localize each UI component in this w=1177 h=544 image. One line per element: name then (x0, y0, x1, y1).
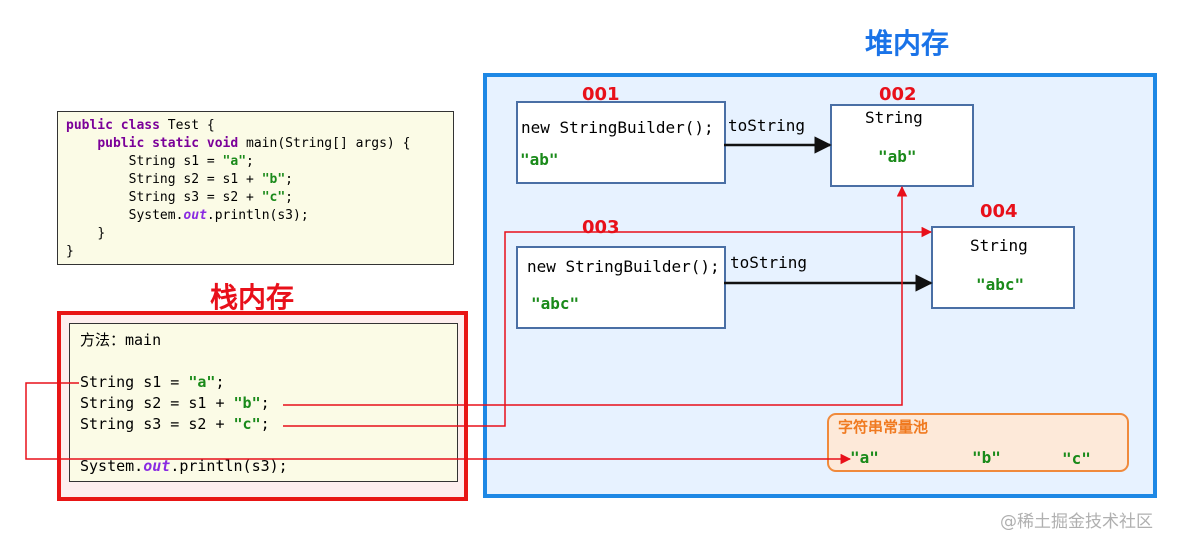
method-label: 方法：main (80, 331, 162, 349)
object-002-value: "ab" (878, 147, 917, 166)
object-004-type: String (970, 236, 1028, 255)
pool-item-c: "c" (1062, 449, 1091, 468)
watermark: @稀土掘金技术社区 (1000, 512, 1153, 532)
code-line: } (97, 226, 106, 241)
pool-item-a: "a" (850, 448, 879, 467)
stack-var-s1: String s1 = "a"; (80, 373, 225, 391)
tostring-label-1: toString (728, 116, 806, 135)
object-004-value: "abc" (976, 275, 1025, 294)
addr-004: 004 (980, 201, 1018, 222)
code-line: System.out.println(s3); (128, 208, 309, 223)
object-001-text: new StringBuilder(); (521, 118, 714, 137)
stack-title: 栈内存 (210, 281, 295, 314)
pool-item-b: "b" (972, 448, 1001, 467)
stack-print: System.out.println(s3); (80, 457, 288, 475)
code-line: public static void main(String[] args) { (97, 136, 411, 151)
heap-object-004 (931, 226, 1075, 309)
code-line: } (66, 244, 74, 259)
addr-001: 001 (582, 84, 620, 105)
object-002-type: String (865, 108, 923, 127)
string-constant-pool (827, 413, 1129, 472)
code-line: public class Test { (66, 118, 215, 133)
object-003-text: new StringBuilder(); (527, 257, 720, 276)
stack-var-s3: String s3 = s2 + "c"; (80, 415, 270, 433)
tostring-label-2: toString (730, 253, 808, 272)
heap-object-001 (516, 101, 726, 184)
code-line: String s3 = s2 + "c"; (128, 190, 293, 205)
object-003-value: "abc" (531, 294, 580, 313)
s2-reference-arrow (283, 185, 908, 406)
heap-object-003 (516, 246, 726, 329)
addr-002: 002 (879, 84, 917, 105)
stack-var-s2: String s2 = s1 + "b"; (80, 394, 270, 412)
code-listing: public class Test { public static void m… (57, 111, 454, 265)
pool-label: 字符串常量池 (838, 418, 929, 436)
code-line: String s2 = s1 + "b"; (128, 172, 293, 187)
object-001-value: "ab" (520, 150, 559, 169)
s1-reference-arrow (25, 382, 852, 465)
heap-title: 堆内存 (865, 27, 950, 60)
s3-reference-arrow (283, 226, 933, 427)
stack-frame-main: 方法：main String s1 = "a"; String s2 = s1 … (69, 323, 458, 482)
code-line: String s1 = "a"; (128, 154, 254, 169)
